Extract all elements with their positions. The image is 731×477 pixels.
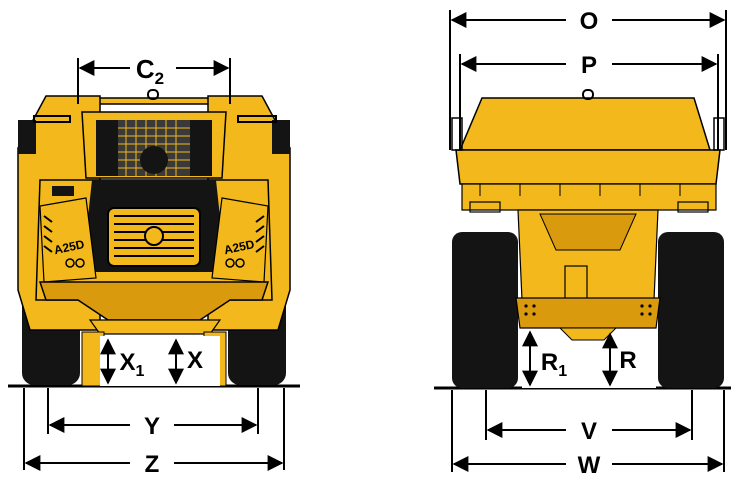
- model-badge-left: A25D: [53, 237, 86, 257]
- front-dimension-labels: C2 X1 X Y Z: [120, 54, 203, 477]
- dim-label-x: X: [187, 347, 203, 374]
- dim-label-z: Z: [145, 451, 160, 477]
- dim-label-y: Y: [144, 413, 160, 440]
- rear-left-tire: [452, 232, 518, 388]
- rear-dimension-labels: O P R1 R V W: [541, 8, 637, 477]
- front-view-truck: A25D A25D: [8, 89, 300, 388]
- dim-label-r1: R1: [541, 349, 567, 380]
- dim-label-x1: X1: [120, 349, 145, 380]
- dim-label-p: P: [581, 52, 597, 79]
- dim-label-w: W: [578, 452, 601, 477]
- dim-label-o: O: [580, 8, 599, 35]
- dim-label-r: R: [619, 347, 636, 374]
- rear-view-truck: [434, 89, 731, 390]
- model-badge-right: A25D: [223, 237, 256, 257]
- front-dimension-lines: [23, 58, 285, 471]
- rear-dimension-lines: [449, 10, 727, 472]
- dim-label-c2: C2: [136, 54, 164, 88]
- dim-label-v: V: [581, 418, 597, 445]
- rear-right-tire: [658, 232, 724, 388]
